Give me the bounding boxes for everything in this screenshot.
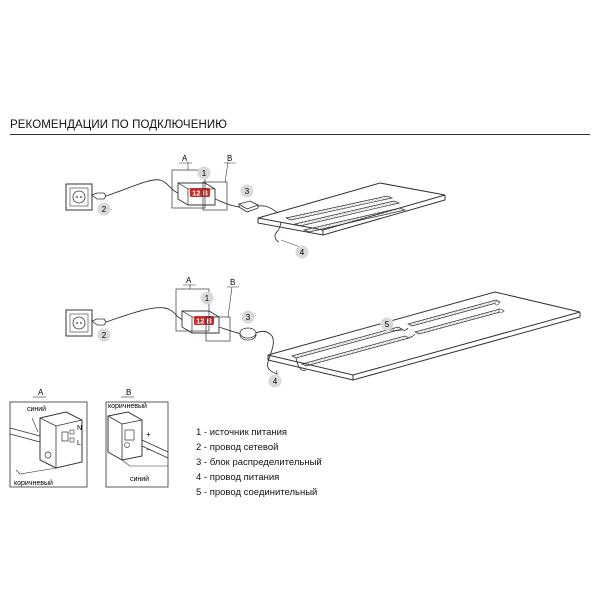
callout-2: 2: [97, 328, 111, 342]
detail-a-l: L: [77, 440, 81, 447]
legend-item-5: 5 - провод соединительный: [196, 487, 318, 498]
label-b: B: [230, 278, 235, 287]
svg-text:2: 2: [102, 205, 107, 214]
bottom-scene: 12 В A B: [65, 276, 581, 388]
distribution-block-icon: [238, 200, 260, 213]
connector-cable: [408, 333, 416, 338]
legend-item-3: 3 - блок распределительный: [196, 457, 322, 468]
detail-a: A синий N L коричневый: [9, 388, 88, 488]
detail-b-title: B: [126, 388, 131, 397]
detail-b-minus: −: [146, 445, 151, 454]
svg-text:4: 4: [300, 248, 305, 257]
legend: 1 - источник питания 2 - провод сетевой …: [196, 425, 322, 500]
led-strip: [414, 308, 505, 335]
voltage-label: 12 В: [196, 317, 212, 326]
svg-text:1: 1: [205, 294, 210, 303]
mains-cable: [105, 179, 179, 197]
svg-text:3: 3: [246, 313, 251, 322]
callout-1: 1: [200, 291, 214, 305]
shelf-bottom: [267, 291, 581, 381]
connector-cable: [401, 327, 409, 331]
svg-text:2: 2: [102, 331, 107, 340]
callout-4: 4: [280, 239, 309, 259]
led-strip: [302, 207, 407, 233]
legend-item-1: 1 - источник питания: [196, 427, 288, 438]
svg-text:1: 1: [202, 169, 207, 178]
led-strip: [284, 195, 394, 221]
wall-socket-icon: [65, 183, 93, 211]
detail-b-plus: +: [146, 430, 151, 439]
svg-text:5: 5: [385, 320, 390, 329]
svg-text:3: 3: [245, 187, 250, 196]
callout-2: 2: [97, 202, 111, 216]
distribution-block-icon: [239, 327, 257, 341]
page-title: РЕКОМЕНДАЦИИ ПО ПОДКЛЮЧЕНИЮ: [10, 119, 227, 131]
plug-icon: [91, 318, 107, 326]
callout-3: 3: [241, 310, 255, 324]
feed-cable: [257, 205, 282, 243]
detail-b-blue-label: синий: [130, 475, 149, 483]
led-strip: [407, 299, 501, 327]
detail-frame-b: [202, 181, 228, 211]
callout-5: 5: [380, 317, 404, 332]
svg-text:4: 4: [273, 377, 278, 386]
shelf-top: [257, 182, 446, 236]
label-b: B: [227, 154, 232, 163]
detail-a-brown-label: коричневый: [14, 479, 53, 487]
detail-b: B коричневый + − синий: [105, 388, 169, 488]
legend-item-2: 2 - провод сетевой: [196, 442, 279, 453]
detail-frame-b: [205, 316, 231, 342]
callout-1: 1: [197, 166, 211, 180]
detail-a-n: N: [77, 425, 82, 432]
power-supply-icon: 12 В: [181, 310, 220, 334]
detail-a-title: A: [38, 388, 44, 397]
detail-b-brown-label: коричневый: [108, 402, 147, 410]
voltage-label: 12 В: [192, 189, 208, 198]
power-supply-icon: 12 В: [177, 182, 216, 206]
led-strip: [301, 335, 410, 367]
top-scene: 12 В A B: [65, 154, 446, 259]
title-divider: [10, 134, 590, 135]
callout-4: 4: [268, 369, 282, 388]
detail-a-blue-label: синий: [27, 405, 46, 413]
legend-item-4: 4 - провод питания: [196, 472, 280, 483]
label-a: A: [186, 276, 192, 285]
callout-3: 3: [240, 184, 254, 198]
label-a: A: [182, 154, 188, 163]
feed-cable: [255, 330, 279, 375]
detail-frame-a: [171, 169, 206, 209]
led-strip: [293, 200, 401, 227]
wall-socket-icon: [65, 309, 93, 337]
plug-icon: [91, 192, 107, 200]
detail-frame-a: [175, 288, 210, 332]
